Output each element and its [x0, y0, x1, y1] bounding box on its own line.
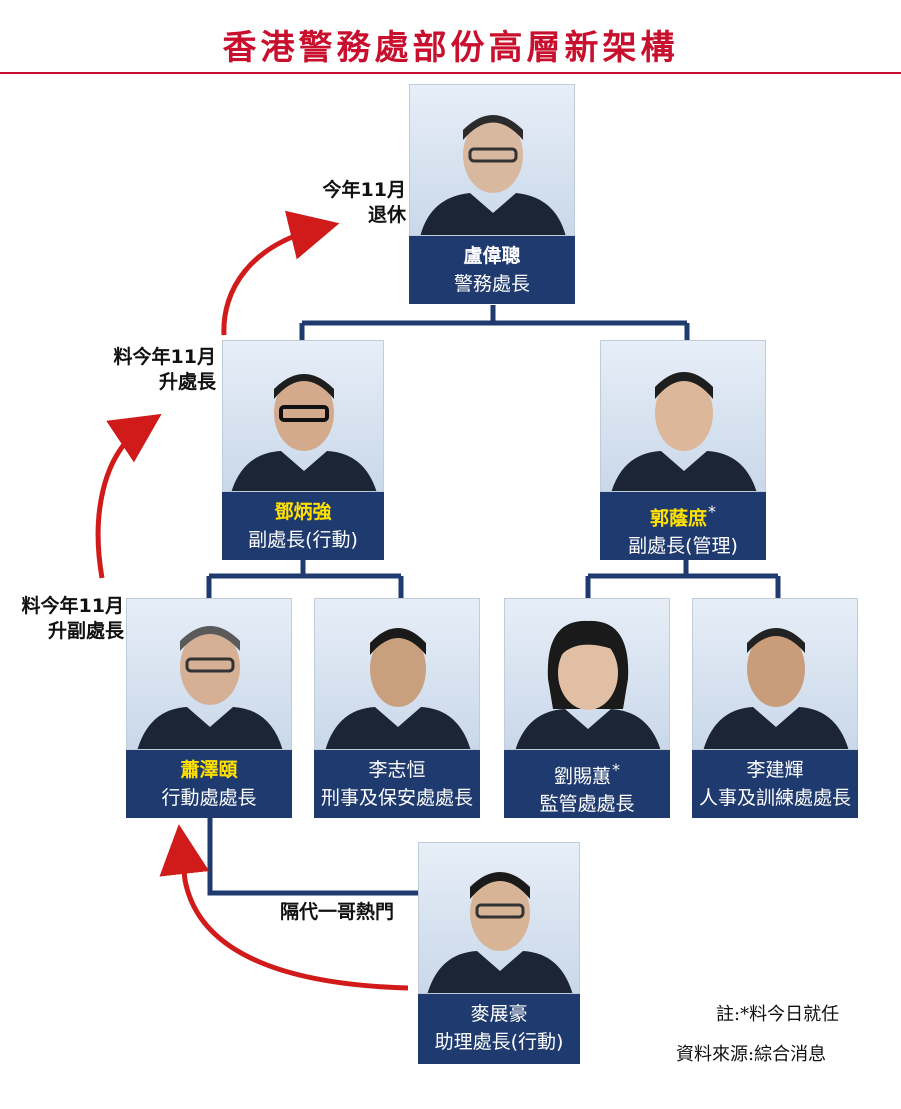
director-personnel-namebox: 李建輝 人事及訓練處處長 [692, 750, 858, 818]
person-director-mgmt-services: 劉賜蕙* 監管處處長 [504, 598, 670, 818]
director-personnel-name: 李建輝 [746, 759, 804, 781]
person-director-ops: 蕭澤頤 行動處處長 [126, 598, 292, 818]
portrait-icon [427, 872, 573, 993]
acp-ops-name: 麥展豪 [470, 1003, 528, 1025]
commissioner-role: 警務處長 [453, 273, 530, 295]
annotation-promote-cp-unit: 月 [196, 346, 216, 368]
portrait-icon [137, 626, 283, 749]
annotation-promote-cp-num: 11 [170, 346, 197, 368]
arrow-promote-to-director [159, 824, 409, 991]
portrait-icon [325, 628, 471, 749]
director-mgmt-services-namebox: 劉賜蕙* 監管處處長 [504, 750, 670, 818]
annotation-retire-num: 11 [360, 179, 387, 201]
portrait-icon [420, 115, 566, 235]
title-bar: 香港警務處部份高層新架構 [0, 0, 901, 74]
acp-ops-role: 助理處長(行動) [434, 1031, 564, 1053]
annotation-promote-dcp-prefix: 料今年 [21, 595, 79, 617]
director-ops-photo [126, 598, 292, 750]
director-mgmt-services-name: 劉賜蕙 [553, 765, 611, 788]
commissioner-name: 盧偉聰 [463, 245, 521, 267]
director-crime-role: 刑事及保安處處長 [320, 787, 473, 809]
commissioner-photo [409, 84, 575, 236]
person-deputy-ops: 鄧炳強 副處長(行動) [222, 340, 384, 560]
deputy-mgmt-role: 副處長(管理) [628, 535, 738, 558]
deputy-ops-namebox: 鄧炳強 副處長(行動) [222, 492, 384, 560]
connector-dirops-acp [207, 818, 418, 896]
connector-commissioner-deputies [299, 305, 690, 340]
commissioner-namebox: 盧偉聰 警務處長 [409, 236, 575, 304]
acp-ops-photo [418, 842, 580, 994]
person-commissioner: 盧偉聰 警務處長 [409, 84, 575, 304]
person-director-personnel: 李建輝 人事及訓練處處長 [692, 598, 858, 818]
director-mgmt-services-asterisk: * [612, 760, 620, 779]
director-ops-name: 蕭澤頤 [180, 759, 238, 781]
person-acp-ops: 麥展豪 助理處長(行動) [418, 842, 580, 1064]
portrait-icon [703, 628, 849, 749]
portrait-icon [611, 372, 757, 491]
annotation-promote-dcp-unit: 月 [104, 595, 124, 617]
annotation-promote-commissioner: 料今年11月 升處長 [96, 345, 216, 395]
deputy-ops-role: 副處長(行動) [248, 529, 358, 551]
deputy-ops-photo [222, 340, 384, 492]
portrait-icon [231, 374, 377, 491]
footnote-note: 註:*料今日就任 [716, 1004, 840, 1025]
director-mgmt-services-photo [504, 598, 670, 750]
deputy-mgmt-asterisk: * [708, 502, 716, 521]
annotation-retire-line1: 今年11月 [314, 178, 406, 203]
annotation-promote-dcp-line1: 料今年11月 [4, 594, 124, 619]
annotation-retire: 今年11月 退休 [314, 178, 406, 228]
director-crime-photo [314, 598, 480, 750]
director-personnel-role: 人事及訓練處處長 [698, 787, 851, 809]
annotation-retire-unit: 月 [386, 179, 406, 201]
director-crime-name: 李志恒 [368, 759, 426, 781]
deputy-mgmt-namebox: 郭蔭庶* 副處長(管理) [600, 492, 766, 560]
portrait-icon [515, 620, 661, 749]
annotation-promote-cp-line2: 升處長 [158, 371, 216, 393]
director-ops-namebox: 蕭澤頤 行動處處長 [126, 750, 292, 818]
deputy-mgmt-photo [600, 340, 766, 492]
page-title: 香港警務處部份高層新架構 [222, 28, 679, 68]
annotation-hot-pick: 隔代一哥熱門 [280, 901, 395, 923]
director-mgmt-services-role: 監管處處長 [539, 793, 635, 816]
connector-depmgmt-directors [585, 560, 781, 598]
acp-ops-namebox: 麥展豪 助理處長(行動) [418, 994, 580, 1064]
deputy-mgmt-name: 郭蔭庶 [649, 507, 707, 530]
annotation-retire-line2: 退休 [367, 204, 406, 226]
director-ops-role: 行動處處長 [161, 787, 257, 809]
arrow-promote-to-commissioner [221, 210, 340, 336]
annotation-promote-dcp-num: 11 [78, 595, 105, 617]
director-mgmt-services-name-line: 劉賜蕙* [504, 758, 670, 788]
annotation-promote-cp-line1: 料今年11月 [96, 345, 216, 370]
annotation-promote-dcp-line2: 升副處長 [47, 620, 124, 642]
director-crime-namebox: 李志恒 刑事及保安處處長 [314, 750, 480, 818]
footnote-source: 資料來源:綜合消息 [676, 1044, 827, 1065]
deputy-mgmt-name-line: 郭蔭庶* [600, 500, 766, 530]
person-director-crime: 李志恒 刑事及保安處處長 [314, 598, 480, 818]
person-deputy-mgmt: 郭蔭庶* 副處長(管理) [600, 340, 766, 560]
annotation-promote-deputy: 料今年11月 升副處長 [4, 594, 124, 644]
deputy-ops-name: 鄧炳強 [274, 501, 332, 523]
connector-depops-directors [206, 560, 404, 598]
arrow-promote-to-deputy [95, 413, 162, 579]
annotation-retire-prefix: 今年 [322, 179, 361, 201]
annotation-promote-cp-prefix: 料今年 [113, 346, 171, 368]
director-personnel-photo [692, 598, 858, 750]
